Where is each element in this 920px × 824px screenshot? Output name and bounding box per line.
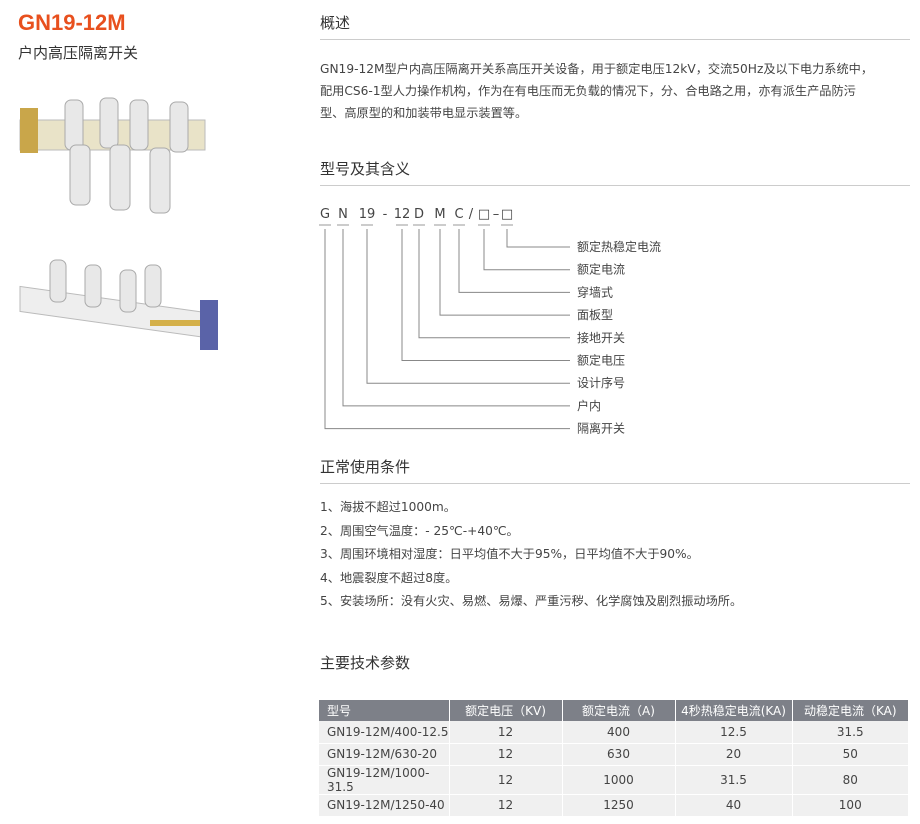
model-code-char: - [383,207,388,222]
table-cell: 12 [449,721,563,744]
model-label: 面板型 [577,308,613,322]
column-header: 额定电流（A) [562,700,676,721]
table-cell: 1000 [562,765,676,795]
overview-heading: 概述 [320,12,910,40]
model-label: 隔离开关 [577,421,625,436]
model-label: 穿墙式 [577,284,613,299]
model-label: 额定热稳定电流 [577,239,661,254]
leader-line [506,229,570,248]
condition-item: 5、安装场所：没有火灾、易燃、易爆、严重污秽、化学腐蚀及剧烈振动场所。 [320,594,743,608]
table-cell: GN19-12M/630-20 [319,743,450,766]
leader-line [342,229,570,407]
table-cell: 50 [792,743,909,766]
table-cell: 31.5 [792,721,909,744]
leader-line [483,229,570,271]
product-subtitle: 户内高压隔离开关 [18,44,139,62]
overview-line: 配用CS6-1型人力操作机构，作为在有电压而无负载的情况下，分、合电路之用，亦有… [320,84,856,98]
table-cell: 12.5 [675,721,793,744]
table-cell: 40 [675,794,793,817]
table-cell: GN19-12M/1000-31.5 [319,765,450,795]
table-cell: GN19-12M/1250-40 [319,794,450,817]
table-cell: 400 [562,721,676,744]
condition-item: 2、周围空气温度：- 25℃-+40℃。 [320,523,519,538]
model-heading: 型号及其含义 [320,158,910,186]
condition-item: 1、海拔不超过1000m。 [320,500,456,514]
table-cell: GN19-12M/400-12.5 [319,721,450,744]
model-code-char: / [469,207,474,222]
column-header: 4秒热稳定电流(KA) [675,700,793,721]
table-cell: 80 [792,765,909,795]
model-label: 户内 [577,398,601,413]
model-code-char: – [493,207,500,222]
model-code-char: □ [478,207,490,222]
table-cell: 20 [675,743,793,766]
model-code-char: C [454,207,463,222]
model-label: 额定电压 [577,353,625,368]
model-code-char: M [434,207,445,222]
overview-text: GN19-12M型户内高压隔离开关系高压开关设备，用于额定电压12kV，交流50… [320,58,920,124]
table-cell: 12 [449,743,563,766]
condition-item: 4、地震裂度不超过8度。 [320,570,458,585]
switch-bottom-image [19,259,218,350]
column-header: 型号 [319,700,450,721]
model-label: 额定电流 [577,262,625,277]
overview-line: GN19-12M型户内高压隔离开关系高压开关设备，用于额定电压12kV，交流50… [320,62,874,76]
model-code-char: □ [501,207,513,222]
table-cell: 12 [449,794,563,817]
column-header: 动稳定电流（KA) [792,700,909,721]
leader-line [401,229,570,361]
model-code-char: N [338,207,348,222]
table-cell: 31.5 [675,765,793,795]
leader-line [418,229,570,339]
condition-item: 3、周围环境相对湿度：日平均值不大于95%，日平均值不大于90%。 [320,547,699,561]
model-code-char: 12 [394,207,411,222]
conditions-list: 1、海拔不超过1000m。 2、周围空气温度：- 25℃-+40℃。 3、周围环… [320,496,742,614]
table-cell: 630 [562,743,676,766]
specs-table: 型号 额定电压（KV) 额定电流（A) 4秒热稳定电流(KA) 动稳定电流（KA… [319,700,909,817]
table-cell: 100 [792,794,909,817]
leader-line [458,229,570,293]
model-code-char: 19 [359,207,376,222]
model-label: 设计序号 [577,375,625,390]
model-code-char: G [320,207,330,222]
model-code-char: D [414,207,424,222]
leader-line [366,229,570,384]
conditions-heading: 正常使用条件 [320,456,910,484]
model-label: 接地开关 [577,330,625,345]
specs-heading: 主要技术参数 [320,654,411,672]
table-cell: 1250 [562,794,676,817]
column-header: 额定电压（KV) [449,700,563,721]
overview-line: 型、高原型的和加装带电显示装置等。 [320,106,528,120]
table-cell: 12 [449,765,563,795]
leader-line [439,229,570,316]
switch-top-image [19,97,206,214]
product-image [19,97,218,350]
product-title: GN19-12M [18,10,126,35]
table-header-row: 型号 额定电压（KV) 额定电流（A) 4秒热稳定电流(KA) 动稳定电流（KA… [319,700,909,721]
leader-line [324,229,570,430]
